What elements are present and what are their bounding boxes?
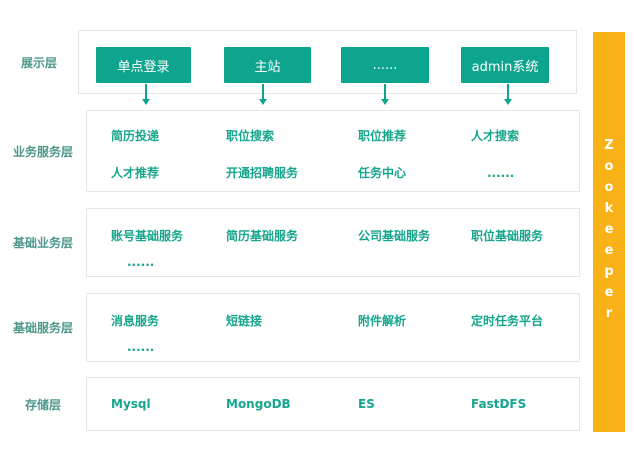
layer-label-basic-service: 基础服务层 <box>12 321 73 335</box>
service-cell: 简历基础服务 <box>226 229 299 243</box>
ellipsis-button[interactable]: ...... <box>341 47 429 83</box>
service-cell: 开通招聘服务 <box>226 166 299 180</box>
down-arrow-icon <box>504 84 512 105</box>
service-cell: 简历投递 <box>111 129 160 143</box>
storage-cell: Mysql <box>111 397 151 411</box>
layer-label-business-service: 业务服务层 <box>12 144 73 159</box>
service-cell: 附件解析 <box>358 314 407 328</box>
storage-cell: FastDFS <box>471 397 527 411</box>
down-arrow-icon <box>381 84 389 105</box>
down-arrow-icon <box>259 84 267 105</box>
service-cell: 职位推荐 <box>358 129 407 143</box>
service-cell: 职位搜索 <box>226 129 275 143</box>
service-cell: 账号基础服务 <box>111 229 184 243</box>
service-cell: ...... <box>487 166 515 180</box>
service-cell: ...... <box>127 340 155 354</box>
service-cell: 公司基础服务 <box>358 229 431 243</box>
layer-box-storage: Mysql MongoDB ES FastDFS <box>86 377 580 431</box>
service-cell: 定时任务平台 <box>471 314 544 328</box>
layer-label-storage: 存储层 <box>24 397 61 412</box>
service-cell: 人才搜索 <box>471 129 520 143</box>
layer-box-basic-service: 消息服务 短链接 附件解析 定时任务平台 ...... <box>86 293 580 362</box>
service-cell: 消息服务 <box>111 314 160 328</box>
admin-system-button[interactable]: admin系统 <box>461 47 549 83</box>
service-cell: ...... <box>127 255 155 269</box>
service-cell: 任务中心 <box>358 166 407 180</box>
service-cell: 职位基础服务 <box>471 229 544 243</box>
storage-cell: MongoDB <box>226 397 291 411</box>
layer-box-presentation: 单点登录 主站 ...... admin系统 <box>78 30 577 94</box>
storage-cell: ES <box>358 397 375 411</box>
layer-box-business-service: 简历投递 职位搜索 职位推荐 人才搜索 人才推荐 开通招聘服务 任务中心 ...… <box>86 110 580 192</box>
main-site-button[interactable]: 主站 <box>224 47 311 83</box>
sso-button[interactable]: 单点登录 <box>96 47 191 83</box>
service-cell: 短链接 <box>226 314 263 328</box>
service-cell: 人才推荐 <box>111 166 160 180</box>
down-arrow-icon <box>142 84 150 105</box>
layer-box-basic-business: 账号基础服务 简历基础服务 公司基础服务 职位基础服务 ...... <box>86 208 580 277</box>
layer-label-basic-business: 基础业务层 <box>12 236 73 250</box>
zookeeper-bar: Zookeeper <box>593 32 625 432</box>
layer-label-presentation: 展示层 <box>20 55 57 70</box>
